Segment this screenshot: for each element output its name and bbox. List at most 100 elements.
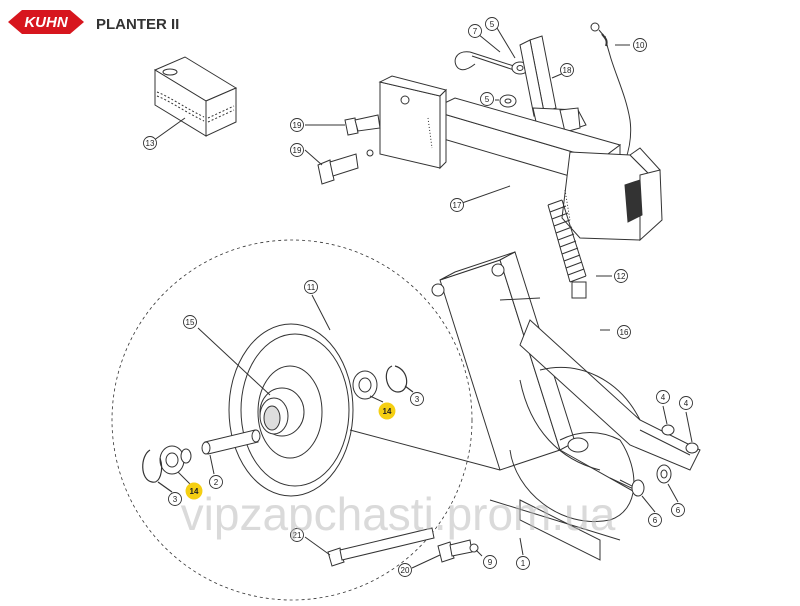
callout-label: 1 — [521, 559, 526, 568]
callout-label: 21 — [293, 531, 302, 540]
callout-circle — [679, 396, 693, 410]
part-14-bearing-left — [159, 445, 192, 485]
callout-5-top: 5 — [485, 17, 499, 31]
callout-19-bottom: 19 — [290, 143, 304, 157]
callout-12: 12 — [614, 269, 628, 283]
part-3-circlip-right — [385, 365, 414, 393]
callout-label: 19 — [293, 146, 302, 155]
part-12-spring — [547, 199, 612, 299]
callout-label: 5 — [490, 20, 495, 29]
callout-circle — [648, 513, 662, 527]
callout-label: 6 — [653, 516, 658, 525]
callout-label: 11 — [307, 283, 316, 292]
callout-label: 15 — [186, 318, 195, 327]
callout-label: 17 — [453, 201, 462, 210]
callout-19-top: 19 — [290, 118, 304, 132]
callout-circle — [560, 63, 574, 77]
callout-4-right: 4 — [679, 396, 693, 410]
part-1-leader — [349, 429, 524, 556]
callout-16: 16 — [617, 325, 631, 339]
callout-label: 13 — [146, 139, 155, 148]
callout-1-lower: 1 — [516, 556, 530, 570]
kuhn-logo-text: KUHN — [24, 14, 68, 31]
callout-circle — [290, 143, 304, 157]
part-15-hub — [197, 327, 305, 437]
callout-label: 18 — [563, 66, 572, 75]
callout-circle — [290, 118, 304, 132]
callout-label: 5 — [485, 95, 490, 104]
callout-label: 7 — [473, 27, 478, 36]
callout-circle — [671, 503, 685, 517]
callout-13: 13 — [143, 136, 157, 150]
callout-circle — [378, 402, 396, 420]
part-14-bearing-right — [352, 370, 384, 403]
part-19-bolts — [304, 114, 381, 185]
callout-circle — [410, 392, 424, 406]
callout-circle — [290, 528, 304, 542]
callout-3-left: 3 — [168, 492, 182, 506]
callout-circle — [143, 136, 157, 150]
callout-circle — [468, 24, 482, 38]
callout-circle — [483, 555, 497, 569]
callout-label: 14 — [190, 487, 199, 496]
callout-circle — [516, 556, 530, 570]
callout-label: 16 — [620, 328, 629, 337]
callout-label: 4 — [661, 393, 666, 402]
callout-label: 2 — [214, 478, 219, 487]
part-3-circlip-left — [142, 449, 173, 493]
part-5-nut-mid — [495, 94, 517, 108]
part-18-bracket — [519, 35, 587, 141]
callout-15: 15 — [183, 315, 197, 329]
page-title: PLANTER II — [96, 16, 179, 33]
callout-label: 3 — [173, 495, 178, 504]
callout-3-right: 3 — [410, 392, 424, 406]
callout-18: 18 — [560, 63, 574, 77]
callout-14-left: 14 — [185, 482, 203, 500]
callout-circle — [183, 315, 197, 329]
callout-6-left: 6 — [648, 513, 662, 527]
part-17-frame-beam — [366, 75, 663, 242]
callout-11: 11 — [304, 280, 318, 294]
part-21-bolt — [304, 527, 435, 567]
callout-circle — [656, 390, 670, 404]
disc-detail-circle — [111, 239, 473, 601]
callout-circle — [614, 269, 628, 283]
callout-label: 19 — [293, 121, 302, 130]
callout-circle — [633, 38, 647, 52]
part-4-6-washers — [631, 405, 699, 513]
part-2-shaft — [201, 429, 261, 475]
callout-7: 7 — [468, 24, 482, 38]
callout-label: 20 — [401, 566, 410, 575]
kuhn-logo: KUHN — [8, 10, 84, 34]
callout-circle — [168, 492, 182, 506]
callout-6-right: 6 — [671, 503, 685, 517]
callout-20: 20 — [398, 563, 412, 577]
kuhn-logo-badge — [8, 10, 84, 34]
callout-circle — [185, 482, 203, 500]
callout-circle — [485, 17, 499, 31]
callout-circle — [304, 280, 318, 294]
callout-10: 10 — [633, 38, 647, 52]
callout-5-mid: 5 — [480, 92, 494, 106]
callout-17: 17 — [450, 198, 464, 212]
callout-circle — [209, 475, 223, 489]
callout-14-right: 14 — [378, 402, 396, 420]
part-9-20-bolts — [411, 539, 483, 569]
callout-label: 12 — [617, 272, 626, 281]
watermark: vipzapchasti.prom.ua — [181, 488, 616, 540]
callout-circle — [480, 92, 494, 106]
part-13-box — [149, 56, 238, 144]
callout-label: 4 — [684, 399, 689, 408]
callout-label: 6 — [676, 506, 681, 515]
callout-circle — [450, 198, 464, 212]
callout-2: 2 — [209, 475, 223, 489]
callout-label: 3 — [415, 395, 420, 404]
callout-label: 10 — [636, 41, 645, 50]
part-16-arm — [431, 251, 701, 561]
callout-9: 9 — [483, 555, 497, 569]
callout-circle — [617, 325, 631, 339]
callout-label: 14 — [383, 407, 392, 416]
callout-label: 9 — [488, 558, 493, 567]
